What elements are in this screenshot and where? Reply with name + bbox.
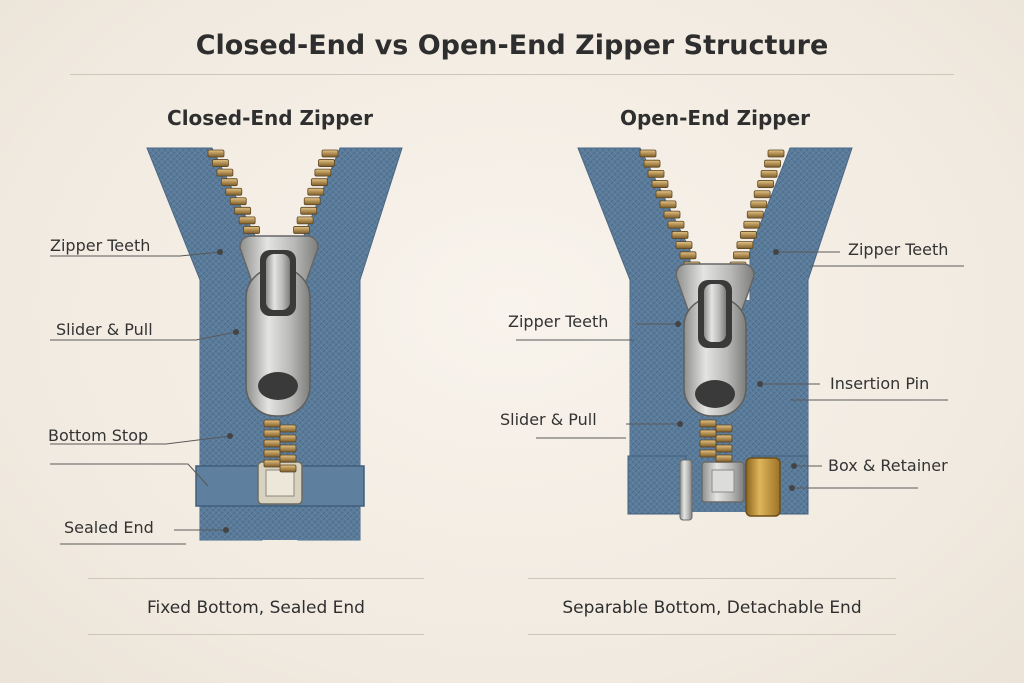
closed-tooth — [279, 464, 297, 473]
open-tooth — [760, 169, 778, 178]
closed-tooth — [263, 449, 281, 458]
closed-tooth — [296, 216, 314, 225]
open-tooth — [767, 149, 785, 158]
open-tooth — [699, 419, 717, 428]
closed-caption-rule-top — [88, 578, 424, 579]
open-caption-rule-bottom — [528, 634, 896, 635]
closed-tooth — [314, 168, 332, 177]
closed-tooth — [263, 459, 281, 468]
open-heading: Open-End Zipper — [619, 106, 811, 130]
open-retainer — [745, 457, 781, 517]
open-tooth — [651, 180, 669, 188]
closed-heading: Closed-End Zipper — [167, 106, 373, 130]
closed-tooth — [263, 429, 281, 438]
closed-tooth — [279, 444, 297, 453]
open-tooth — [655, 190, 673, 199]
open-tooth — [715, 444, 733, 453]
open-tooth — [675, 241, 693, 250]
page-title: Closed-End vs Open-End Zipper Structure — [195, 30, 829, 61]
closed-tooth — [263, 419, 281, 428]
open-slider — [675, 263, 755, 417]
closed-tooth — [225, 187, 243, 196]
open-caption-rule-top — [528, 578, 896, 579]
closed-tooth — [307, 187, 325, 196]
closed-caption-rule-bottom — [88, 634, 424, 635]
closed-tooth — [303, 197, 321, 206]
open-label-teeth-left: Zipper Teeth — [508, 312, 609, 331]
open-tooth — [663, 210, 681, 219]
closed-tooth — [243, 226, 260, 234]
closed-label-stop: Bottom Stop — [48, 426, 149, 445]
closed-tooth — [216, 168, 234, 177]
open-tooth — [699, 449, 717, 458]
closed-tooth — [310, 178, 328, 187]
closed-leader-dots — [217, 249, 239, 533]
open-tooth — [667, 220, 685, 229]
open-label-teeth-right: Zipper Teeth — [848, 240, 949, 259]
open-tooth — [743, 220, 761, 229]
closed-slider — [239, 235, 319, 417]
open-insertion-pin — [679, 459, 693, 521]
closed-tooth — [234, 206, 252, 215]
open-tooth — [715, 434, 733, 443]
open-tooth — [733, 251, 750, 260]
open-tooth — [757, 180, 775, 188]
open-tooth — [699, 429, 717, 438]
closed-tooth — [279, 454, 297, 463]
open-label-box: Box & Retainer — [828, 456, 948, 475]
closed-leaders — [50, 251, 237, 545]
open-leader-dots — [675, 249, 797, 491]
closed-tooth — [229, 197, 247, 206]
open-tooth — [639, 149, 657, 158]
closed-tooth — [279, 434, 297, 443]
closed-caption: Fixed Bottom, Sealed End — [147, 598, 365, 618]
open-tooth — [643, 159, 661, 168]
open-label-pin: Insertion Pin — [830, 374, 930, 393]
open-caption: Separable Bottom, Detachable End — [562, 598, 862, 618]
open-tooth — [699, 439, 717, 448]
closed-tooth — [263, 439, 281, 448]
open-tooth — [739, 231, 757, 239]
closed-tooth — [300, 206, 318, 215]
open-label-slider: Slider & Pull — [500, 410, 597, 429]
closed-tooth — [321, 149, 339, 158]
open-tooth — [750, 200, 768, 209]
closed-tooth — [207, 149, 225, 158]
closed-label-sealed: Sealed End — [64, 518, 154, 537]
open-tooth — [715, 454, 733, 463]
closed-tooth — [293, 226, 310, 234]
title-divider — [70, 74, 954, 75]
closed-label-teeth: Zipper Teeth — [50, 236, 151, 255]
open-tooth — [736, 241, 754, 250]
open-tooth — [671, 231, 689, 239]
closed-zipper — [146, 147, 403, 541]
open-tooth — [746, 210, 764, 219]
closed-tooth — [279, 424, 297, 433]
closed-tooth — [238, 216, 256, 225]
open-tooth — [764, 159, 781, 168]
open-tooth — [753, 190, 771, 199]
open-tooth — [679, 251, 697, 260]
open-tooth — [715, 424, 733, 433]
closed-tooth — [212, 159, 229, 167]
open-tooth — [659, 200, 677, 209]
closed-label-slider: Slider & Pull — [56, 320, 153, 339]
open-tooth — [647, 169, 665, 178]
closed-tooth — [220, 178, 238, 187]
closed-tooth — [318, 159, 335, 167]
open-leaders — [516, 251, 964, 489]
